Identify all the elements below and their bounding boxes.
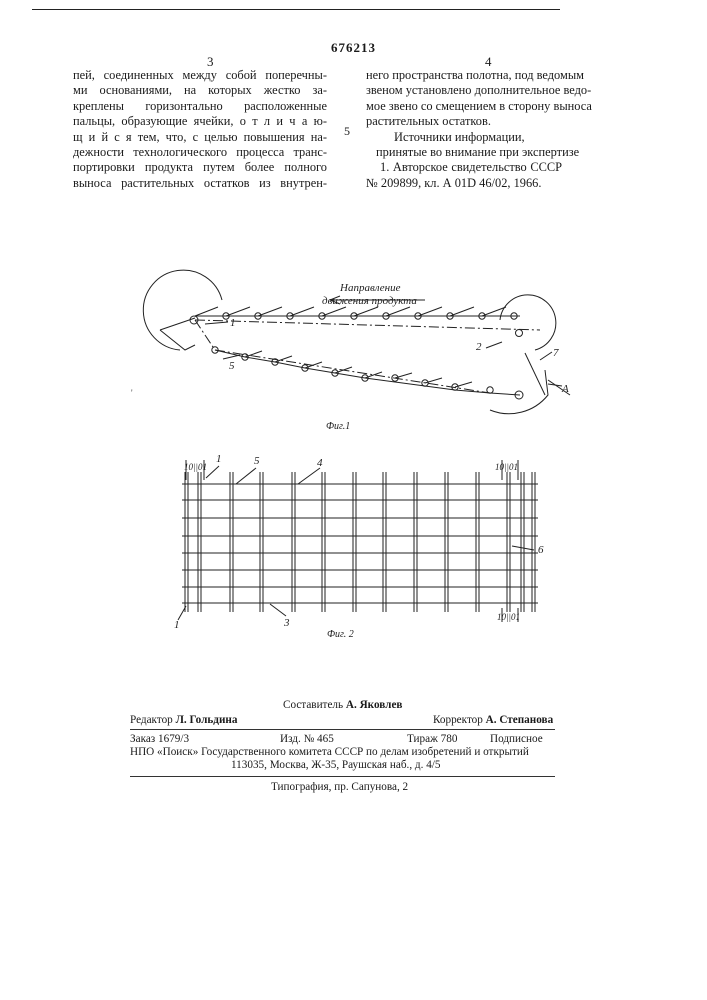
leader-line <box>206 466 219 478</box>
figure2-label-6: 6 <box>538 544 544 556</box>
compiler-line: Составитель А. Яковлев <box>283 699 402 711</box>
section-mark-bottom-right: 10||01 <box>497 612 520 622</box>
compiler-name: А. Яковлев <box>346 699 403 711</box>
corrector-line: Корректор А. Степанова <box>433 714 553 726</box>
figure2-label-1-bottom: 1 <box>174 619 180 631</box>
edition-number: Изд. № 465 <box>280 733 334 745</box>
figure2-label-3: 3 <box>283 617 290 629</box>
corrector-label: Корректор <box>433 714 483 726</box>
footer-rule <box>130 776 555 777</box>
figure-2-conveyor-plan-view: 10||01 10||01 10||01 1 5 4 1 3 6 Фиг. 2 <box>0 0 707 660</box>
subscription: Подписное <box>490 733 543 745</box>
leader-line <box>298 468 320 484</box>
editor-name: Л. Гольдина <box>176 714 238 726</box>
printer-line: Типография, пр. Сапунова, 2 <box>271 781 408 793</box>
leader-line <box>512 546 534 550</box>
leader-line <box>270 604 286 616</box>
figure2-label-1-top: 1 <box>216 453 222 465</box>
leader-line <box>236 468 256 484</box>
figure2-caption: Фиг. 2 <box>327 629 354 640</box>
organization-line: НПО «Поиск» Государственного комитета СС… <box>130 746 529 758</box>
address-line: 113035, Москва, Ж-35, Раушская наб., д. … <box>231 759 441 771</box>
editor-label: Редактор <box>130 714 173 726</box>
editor-line: Редактор Л. Гольдина <box>130 714 237 726</box>
order-number: Заказ 1679/3 <box>130 733 189 745</box>
compiler-label: Составитель <box>283 699 343 711</box>
figure2-label-5: 5 <box>254 455 260 467</box>
section-mark-top-right: 10||01 <box>495 462 518 472</box>
footer-rule <box>130 729 555 730</box>
circulation: Тираж 780 <box>407 733 457 745</box>
figure2-label-4: 4 <box>317 457 323 469</box>
leader-line <box>178 606 186 620</box>
corrector-name: А. Степанова <box>486 714 554 726</box>
section-mark-top-left: 10||01 <box>184 462 207 472</box>
